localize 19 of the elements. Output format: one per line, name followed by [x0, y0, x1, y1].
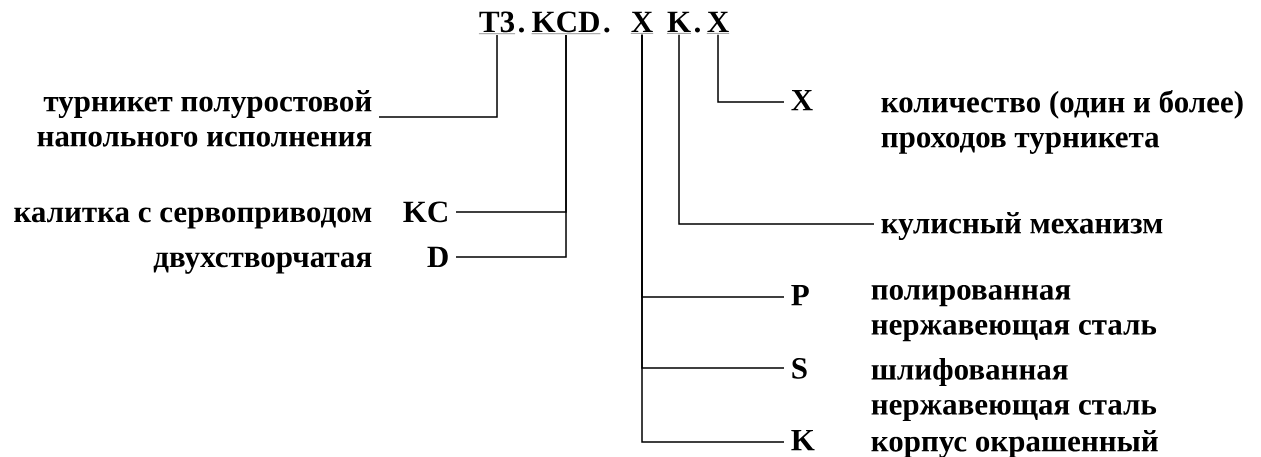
- description-text: двухстворчатая D: [153, 246, 448, 274]
- leader-line: [717, 34, 785, 103]
- description-text: кулисный механизм: [881, 212, 1163, 241]
- description-text: калитка с сервоприводом KC: [14, 201, 447, 229]
- description-text: турникет полуростовой напольного исполнения: [37, 90, 372, 147]
- code-segment: KCD: [531, 11, 601, 34]
- code-segment: T3: [478, 11, 516, 34]
- separator-dot: .: [604, 27, 610, 33]
- code-segment: X: [630, 11, 654, 34]
- code-segment: K: [666, 11, 692, 34]
- leader-line: [678, 34, 875, 225]
- code-segment: X: [706, 11, 730, 34]
- leader-line: [378, 34, 498, 118]
- separator-dot: .: [694, 27, 700, 33]
- description-text: S шлифованная нержавеющая сталь: [792, 358, 1157, 422]
- leader-line: [455, 34, 567, 258]
- description-text: X количество (один и более) проходов турникета: [791, 90, 1243, 154]
- separator-dot: .: [518, 27, 524, 33]
- leader-line: [641, 34, 785, 443]
